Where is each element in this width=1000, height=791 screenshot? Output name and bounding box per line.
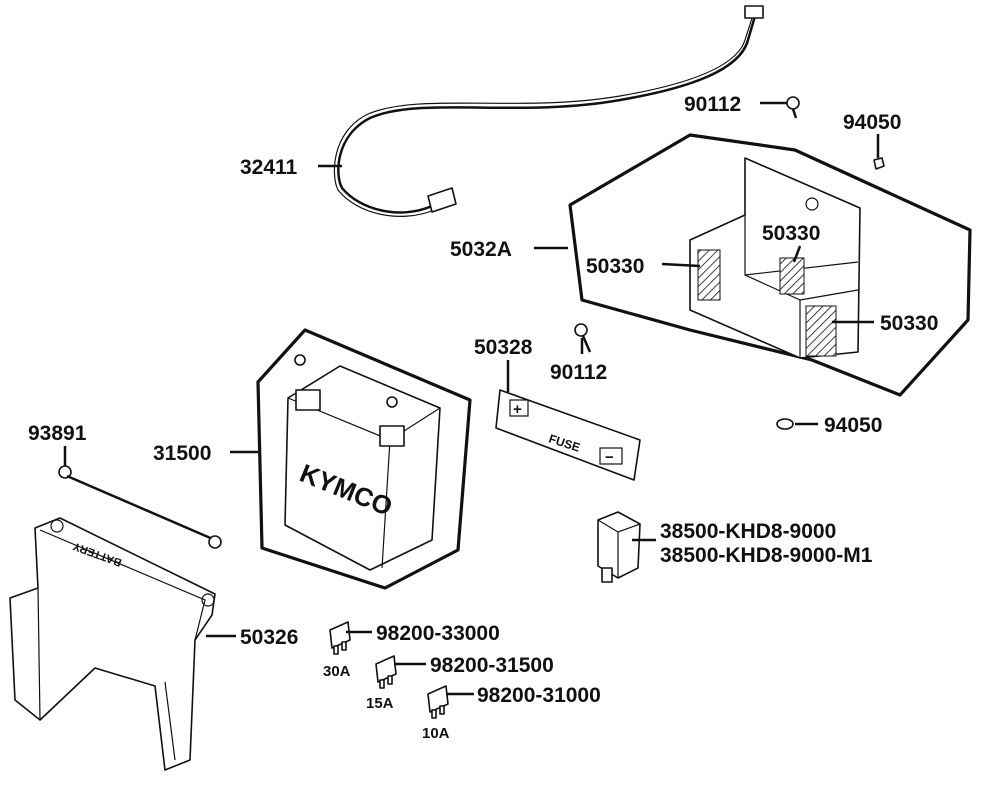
fuse-plate-minus: − xyxy=(605,449,614,466)
fuse-plate: + − FUSE xyxy=(495,389,641,481)
rating-10a: 10A xyxy=(422,725,450,742)
label-90112-mid: 90112 xyxy=(550,361,607,384)
bolt-top xyxy=(786,96,800,119)
label-94050-top: 94050 xyxy=(843,111,901,134)
label-38500-b: 38500-KHD8-9000-M1 xyxy=(660,544,873,567)
bolt-mid xyxy=(574,323,592,353)
leader-lines xyxy=(63,101,880,696)
label-32411: 32411 xyxy=(240,156,298,179)
label-94050-bottom: 94050 xyxy=(824,414,882,437)
battery-case-frame xyxy=(568,133,972,397)
fuse-10a xyxy=(427,685,449,719)
label-50330-right: 50330 xyxy=(880,312,938,335)
label-98200-31000: 98200-31000 xyxy=(477,684,601,707)
label-5032a: 5032A xyxy=(450,238,512,261)
label-90112-top: 90112 xyxy=(684,93,741,116)
label-98200-31500: 98200-31500 xyxy=(430,654,554,677)
strap-bolt xyxy=(58,465,222,549)
rating-30a: 30A xyxy=(323,663,351,680)
fuse-30a xyxy=(329,621,351,655)
battery-frame xyxy=(256,328,472,590)
rating-15a: 15A xyxy=(366,695,394,712)
fuse-plate-plus: + xyxy=(513,401,522,418)
battery-case xyxy=(689,157,861,359)
battery-cable xyxy=(333,5,764,217)
label-31500: 31500 xyxy=(153,442,211,465)
label-50330-left: 50330 xyxy=(586,255,644,278)
nut-bottom xyxy=(776,418,794,430)
fuse-15a xyxy=(375,655,397,689)
label-50330-mid: 50330 xyxy=(762,222,820,245)
label-50326: 50326 xyxy=(240,626,298,649)
label-98200-33000: 98200-33000 xyxy=(376,622,500,645)
label-38500-a: 38500-KHD8-9000 xyxy=(660,520,836,543)
label-93891: 93891 xyxy=(28,422,87,445)
battery-cover: BATTERY xyxy=(9,517,216,771)
label-50328: 50328 xyxy=(474,336,533,359)
relay xyxy=(597,511,641,583)
nut-top xyxy=(873,157,885,170)
battery: KYMCO xyxy=(284,354,441,571)
